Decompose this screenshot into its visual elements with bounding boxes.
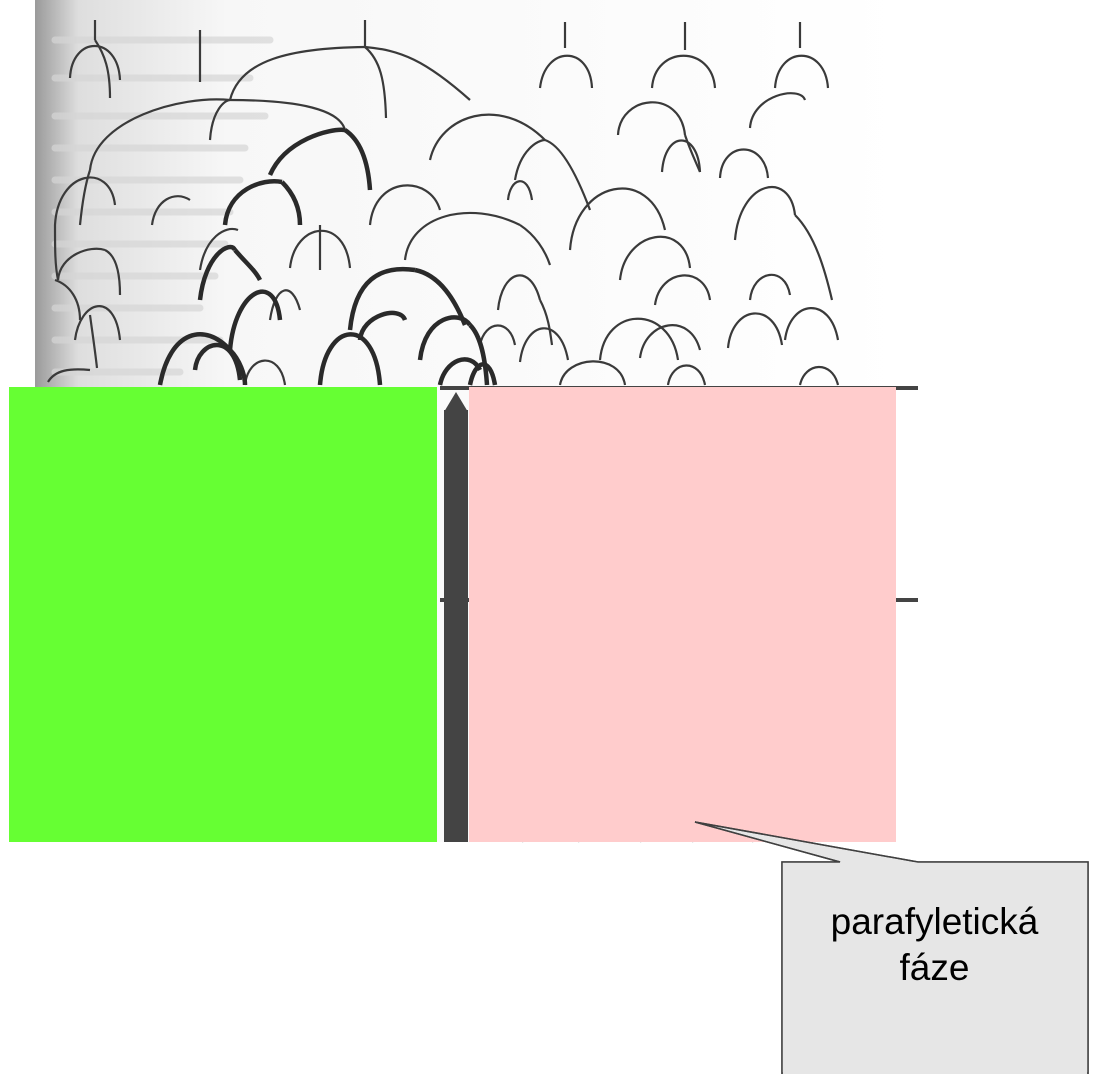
lineage-arrow [444,392,468,842]
callout-label-line1: parafyletická [831,899,1039,945]
callout-label: parafyletická fáze [782,900,1087,990]
callout-label-line2: fáze [900,945,970,991]
pink-highlight-box [469,387,896,842]
green-highlight-box [9,387,437,842]
